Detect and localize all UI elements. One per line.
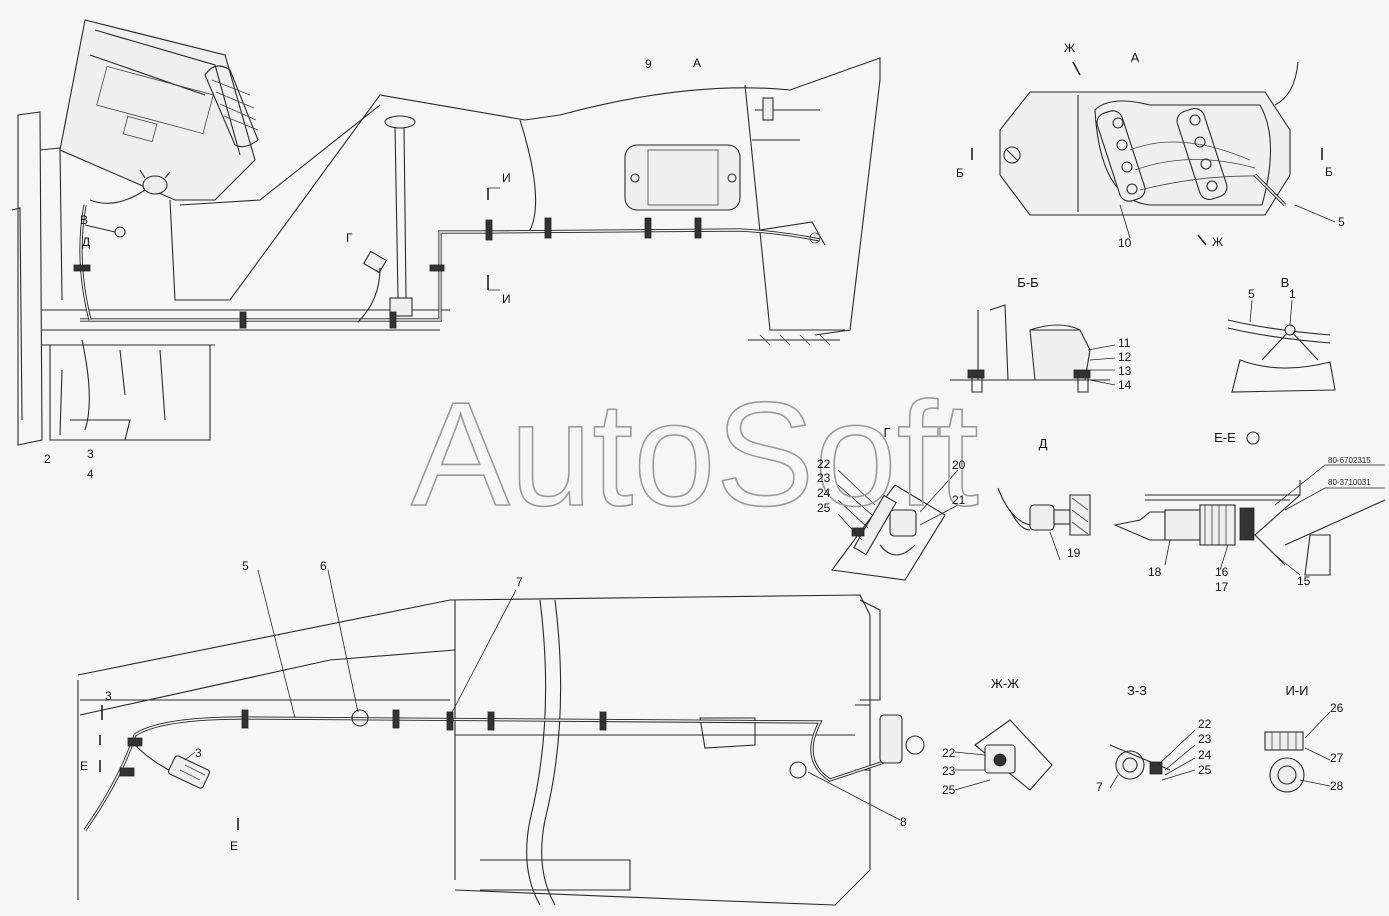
terminal-strip-left xyxy=(1096,110,1146,202)
callout-1: 1 xyxy=(1289,287,1296,301)
section-mark-d: Д xyxy=(82,235,90,249)
callout-3-top: 3 xyxy=(87,447,94,461)
callout-23-z: 23 xyxy=(1198,732,1212,746)
view-title-d: Д xyxy=(1039,436,1048,451)
view-title-zz: З-З xyxy=(1127,683,1147,698)
section-mark-e-bottom: Е xyxy=(230,839,238,853)
section-mark-v: В xyxy=(80,213,88,227)
terminal-strip-right xyxy=(1176,107,1228,201)
callout-6: 6 xyxy=(320,559,327,573)
frame-side-view xyxy=(77,569,925,906)
callout-15: 15 xyxy=(1297,574,1311,588)
callout-28: 28 xyxy=(1330,779,1344,793)
callout-22-zh: 22 xyxy=(942,746,956,760)
section-mark-zh-top: Ж xyxy=(1064,41,1075,55)
section-mark-a: А xyxy=(693,56,701,70)
section-mark-b-left: Б xyxy=(956,166,964,180)
view-zz-clamp xyxy=(1109,729,1196,789)
callout-24-g: 24 xyxy=(817,486,831,500)
section-mark-g: Г xyxy=(346,231,353,245)
watermark-text: AutoSoft xyxy=(411,372,979,537)
view-ii-clamp xyxy=(1264,711,1331,793)
section-mark-zh-bottom: Ж xyxy=(1212,235,1223,249)
callout-10: 10 xyxy=(1118,236,1132,250)
callout-21: 21 xyxy=(952,493,966,507)
view-title-bb: Б-Б xyxy=(1017,275,1038,290)
cab-side-view xyxy=(11,19,881,446)
view-title-g: Г xyxy=(883,425,890,440)
view-a-junction-block xyxy=(971,61,1336,246)
section-mark-i-top: И xyxy=(502,171,511,185)
view-zhzh-clamp xyxy=(954,719,1053,791)
view-ee-switch-assembly xyxy=(1113,431,1386,576)
callout-12: 12 xyxy=(1118,350,1132,364)
callout-24-z: 24 xyxy=(1198,748,1212,762)
view-title-a: А xyxy=(1131,50,1140,65)
part-code-1: 80-6702315 xyxy=(1328,456,1371,465)
callout-8: 8 xyxy=(900,815,907,829)
view-title-ee: Е-Е xyxy=(1214,430,1236,445)
callout-3-bottom-a: 3 xyxy=(105,689,112,703)
view-v-clamp xyxy=(1227,299,1336,393)
callout-25-g: 25 xyxy=(817,501,831,515)
callout-13: 13 xyxy=(1118,364,1132,378)
callout-4: 4 xyxy=(87,467,94,481)
callout-23-g: 23 xyxy=(817,471,831,485)
view-title-ii: И-И xyxy=(1285,683,1308,698)
callout-11: 11 xyxy=(1118,336,1131,350)
callout-5-v: 5 xyxy=(1248,287,1255,301)
callout-27: 27 xyxy=(1330,751,1344,765)
callout-22-g: 22 xyxy=(817,457,831,471)
callout-19: 19 xyxy=(1067,546,1081,560)
callout-7-bottom: 7 xyxy=(516,575,523,589)
section-mark-b-right: Б xyxy=(1325,165,1333,179)
view-title-v: В xyxy=(1281,275,1290,290)
callout-18: 18 xyxy=(1148,565,1162,579)
callout-25-z: 25 xyxy=(1198,763,1212,777)
callout-2: 2 xyxy=(44,452,51,466)
part-code-2: 80-3710031 xyxy=(1328,478,1371,487)
callout-14: 14 xyxy=(1118,378,1132,392)
callout-17: 17 xyxy=(1215,580,1229,594)
callout-16: 16 xyxy=(1215,565,1229,579)
callout-26: 26 xyxy=(1330,701,1344,715)
callout-25-zh: 25 xyxy=(942,783,956,797)
callout-5-a: 5 xyxy=(1338,215,1345,229)
view-g-sensor xyxy=(831,469,959,581)
callout-5-bottom: 5 xyxy=(242,559,249,573)
callout-3-bottom-b: 3 xyxy=(195,746,202,760)
view-title-zhzh: Ж-Ж xyxy=(991,676,1019,691)
callout-22-z: 22 xyxy=(1198,717,1212,731)
view-bb-mount xyxy=(950,304,1116,393)
section-mark-e-left: Е xyxy=(80,759,88,773)
view-d-switch xyxy=(997,487,1091,561)
callout-20: 20 xyxy=(952,458,966,472)
callout-9: 9 xyxy=(645,57,652,71)
callout-23-zh: 23 xyxy=(942,764,956,778)
section-mark-i-bottom: И xyxy=(502,292,511,306)
callout-7-z: 7 xyxy=(1096,780,1103,794)
